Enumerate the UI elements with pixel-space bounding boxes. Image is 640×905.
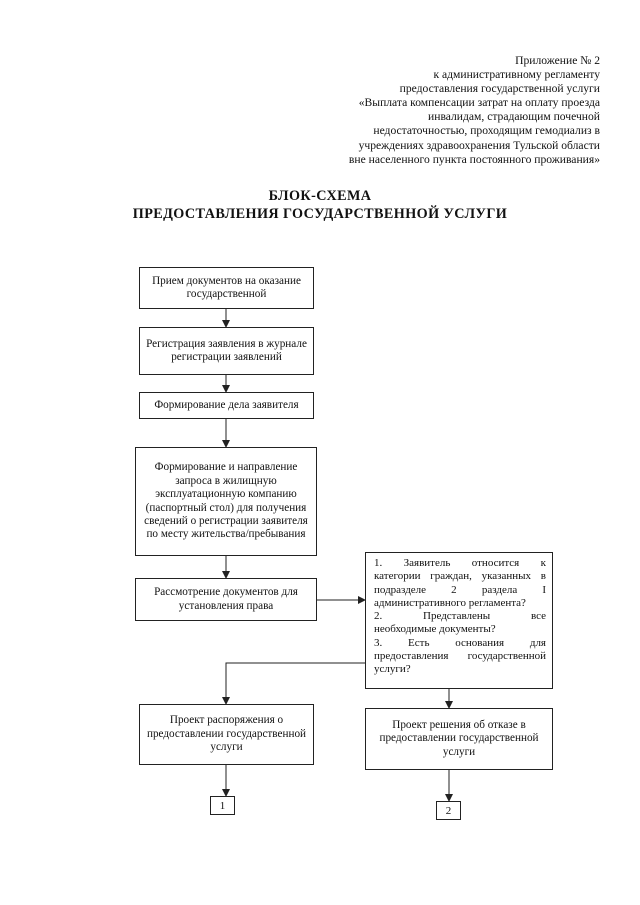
- appendix-line: недостаточностью, проходящим гемодиализ …: [373, 124, 600, 138]
- question-1-line: категории граждан, указанных в: [374, 570, 546, 583]
- step-review-label: Рассмотрение документов для установления…: [154, 586, 298, 612]
- question-1-line: 1. Заявитель относится к: [374, 557, 546, 569]
- outcome-refuse-label: Проект решения об отказе в предоставлени…: [379, 718, 539, 758]
- diagram-subtitle: ПРЕДОСТАВЛЕНИЯ ГОСУДАРСТВЕННОЙ УСЛУГИ: [132, 206, 508, 222]
- question-2-line: 2. Представлены все: [374, 610, 546, 623]
- appendix-line: «Выплата компенсации затрат на оплату пр…: [358, 96, 600, 110]
- appendix-line: учреждениях здравоохранения Тульской обл…: [358, 138, 600, 152]
- step-review-documents: Рассмотрение документов для установления…: [135, 578, 317, 621]
- appendix-header: Приложение № 2 к административному регла…: [270, 54, 600, 167]
- question-1-line: подразделе 2 раздела I: [374, 583, 546, 596]
- outcome-grant-label: Проект распоряжения о предоставлении гос…: [146, 714, 307, 754]
- outcome-grant: Проект распоряжения о предоставлении гос…: [139, 704, 314, 765]
- question-1-line: административного регламента?: [374, 596, 526, 609]
- appendix-line: к административному регламенту: [433, 68, 600, 82]
- arrow-questions-to-grant: [222, 662, 365, 705]
- step-form-case: Формирование дела заявителя: [139, 392, 314, 419]
- question-3-line: услуги?: [374, 663, 411, 676]
- appendix-line: предоставления государственной услуги: [399, 82, 600, 96]
- step-receive-documents: Прием документов на оказание государстве…: [139, 267, 314, 309]
- decision-questions: 1. Заявитель относится к категории гражд…: [365, 552, 553, 689]
- question-3-line: предоставления государственной: [374, 650, 546, 663]
- appendix-line: Приложение № 2: [515, 54, 600, 67]
- diagram-title: БЛОК-СХЕМА: [268, 188, 372, 204]
- outcome-refuse: Проект решения об отказе в предоставлени…: [365, 708, 553, 770]
- terminal-2: 2: [436, 801, 461, 820]
- appendix-line: инвалидам, страдающим почечной: [428, 110, 600, 124]
- step-send-request: Формирование и направление запроса в жил…: [135, 447, 317, 556]
- terminal-1: 1: [210, 796, 235, 815]
- question-3-line: 3. Есть основания для: [374, 636, 546, 649]
- terminal-2-label: 2: [445, 804, 452, 817]
- question-2-line: необходимые документы?: [374, 623, 496, 636]
- step-register-application: Регистрация заявления в журнале регистра…: [139, 327, 314, 375]
- step-form-case-label: Формирование дела заявителя: [154, 398, 299, 411]
- step-receive-label: Прием документов на оказание государстве…: [152, 274, 301, 300]
- step-register-label: Регистрация заявления в журнале регистра…: [146, 337, 307, 363]
- step-request-label: Формирование и направление запроса в жил…: [144, 461, 308, 541]
- terminal-1-label: 1: [219, 799, 226, 812]
- appendix-line: вне населенного пункта постоянного прожи…: [348, 152, 600, 166]
